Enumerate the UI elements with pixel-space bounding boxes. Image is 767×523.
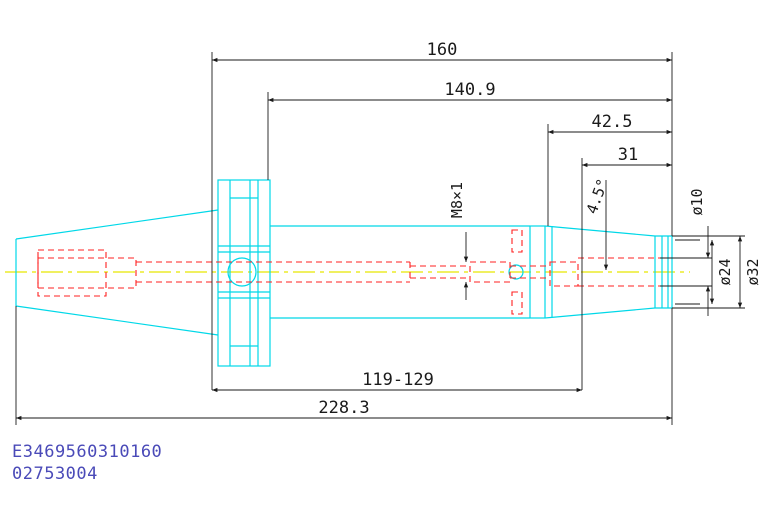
dim-label-31: 31 <box>618 145 638 165</box>
dim-label-119-129: 119-129 <box>362 370 434 390</box>
dim-label-nose-dia-large: ø32 <box>744 258 762 285</box>
dim-label-taper-angle: 4.5° <box>583 176 612 216</box>
dim-label-140-9: 140.9 <box>444 80 495 100</box>
dim-label-thread: M8×1 <box>448 182 466 218</box>
dimension-lines <box>15 57 743 421</box>
part-code-primary: E3469560310160 <box>12 442 163 462</box>
dim-label-nose-dia-small: ø24 <box>716 258 734 285</box>
part-code-secondary: 02753004 <box>12 464 98 484</box>
dim-label-228-3: 228.3 <box>318 398 369 418</box>
hidden-lines <box>37 229 660 315</box>
extension-lines <box>15 52 745 425</box>
dim-label-42-5: 42.5 <box>592 112 633 132</box>
tool-holder-outline <box>15 179 673 367</box>
dim-label-160: 160 <box>427 40 458 60</box>
dim-label-bore-dia: ø10 <box>688 188 706 215</box>
